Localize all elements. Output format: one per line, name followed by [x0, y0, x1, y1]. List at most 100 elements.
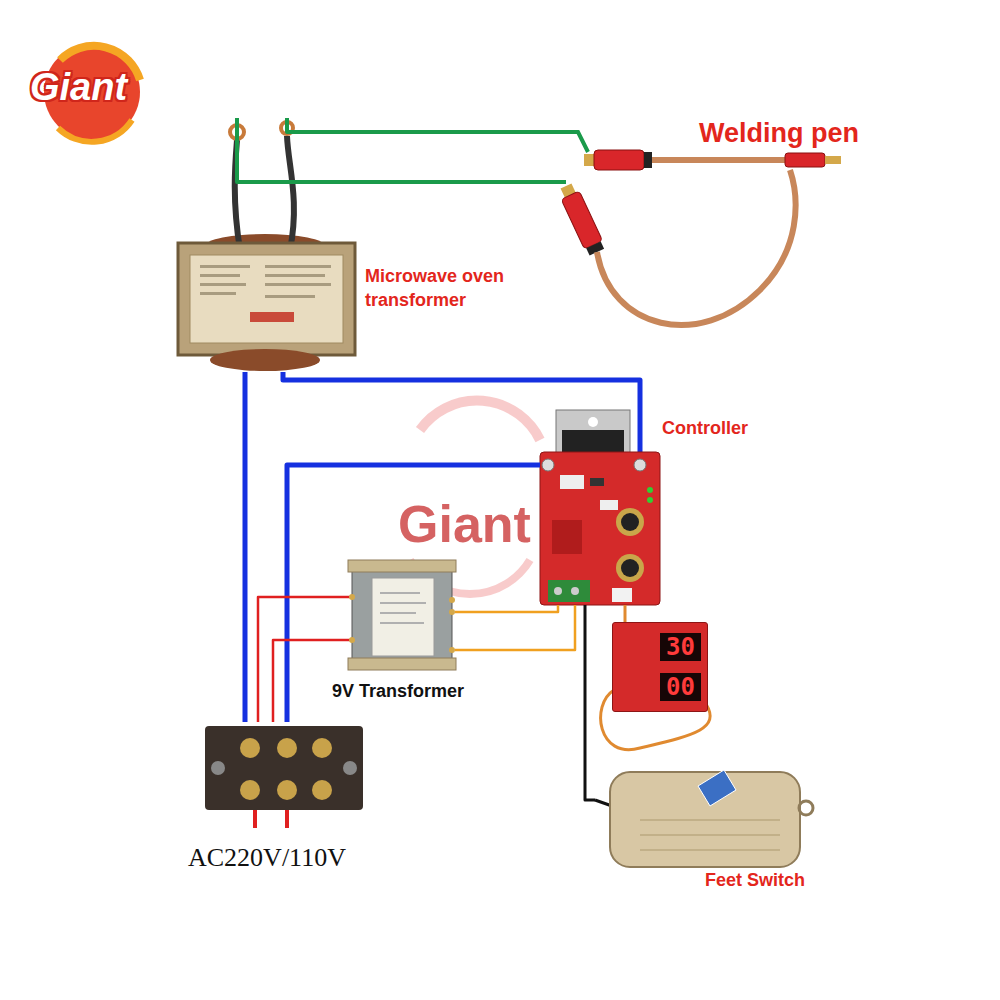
welding-pen-picture-part: [825, 156, 841, 164]
small-transformer-picture-part: [348, 560, 456, 572]
controller: Controller: [540, 408, 770, 605]
small-transformer-picture-part: [449, 597, 455, 603]
led-display-label: 30: [660, 633, 701, 662]
small-transformer-picture-part: [380, 592, 420, 594]
welding-pen-picture-part: [561, 191, 602, 249]
small-transformer-picture-part: [349, 637, 355, 643]
terminal-block-picture-part: [277, 780, 297, 800]
microwave-transformer-picture-part: [200, 274, 240, 277]
small-transformer-picture-part: [348, 658, 456, 670]
led-display-label: 00: [660, 673, 701, 702]
small-transformer-picture-part: [449, 647, 455, 653]
terminal-block-picture-part: [277, 738, 297, 758]
small-transformer-picture-part: [380, 602, 426, 604]
terminal-block-picture-part: [240, 738, 260, 758]
microwave-transformer-picture-part: [265, 265, 331, 268]
microwave-transformer-picture-part: [178, 243, 355, 355]
watermark-mark-part: [420, 401, 540, 440]
welding-pen: Welding pen: [550, 118, 865, 343]
terminal-block-picture-part: [312, 738, 332, 758]
welding-pen-picture-part: [557, 182, 606, 257]
secondary-wire: [287, 118, 550, 132]
small-transformer-picture-part: [330, 639, 352, 642]
microwave-transformer-picture-part: [265, 274, 325, 277]
controller-picture-part: [600, 500, 618, 510]
welding-pen-label: Welding pen: [699, 118, 859, 149]
terminal-block-picture: [205, 726, 363, 828]
primary-wire: [273, 640, 330, 722]
controller-picture-part: [634, 459, 646, 471]
welding-pen-picture-part: [785, 153, 825, 167]
welding-pen-picture-part: [597, 170, 796, 325]
terminal-block-picture-part: [253, 810, 257, 828]
controller-picture-part: [647, 487, 653, 493]
low-voltage-wire: [500, 605, 558, 612]
mains-wire: [283, 372, 640, 408]
controller-picture-part: [540, 452, 660, 605]
terminal-block-picture-part: [343, 761, 357, 775]
microwave-transformer-picture-part: [287, 136, 294, 250]
small-transformer-picture-part: [372, 578, 434, 656]
terminal-block-picture-part: [211, 761, 225, 775]
controller-picture-part: [554, 587, 562, 595]
terminal-block-picture-part: [205, 726, 363, 810]
microwave-transformer-picture-part: [265, 295, 315, 298]
controller-picture-part: [548, 580, 590, 602]
microwave-transformer-picture-part: [265, 283, 331, 286]
controller-picture-part: [588, 417, 598, 427]
terminal-block-picture-part: [312, 780, 332, 800]
controller-picture-part: [612, 588, 632, 602]
transformer-9v: 9V Transformer: [330, 555, 500, 705]
small-transformer-picture-part: [330, 596, 352, 599]
small-transformer-picture-part: [380, 612, 416, 614]
terminal-block-picture-part: [240, 780, 260, 800]
microwave-transformer-picture-part: [190, 255, 343, 343]
microwave-transformer-picture: [178, 122, 355, 371]
transformer-9v-label: 9V Transformer: [332, 681, 464, 703]
small-transformer-picture-part: [455, 649, 500, 652]
foot-switch-picture-part: [799, 801, 813, 815]
microwave-transformer: Microwave oven transformer: [170, 118, 545, 372]
controller-picture-part: [556, 410, 630, 455]
small-transformer-picture-part: [449, 609, 455, 615]
watermark: Giant: [398, 494, 531, 554]
mains-wire: [287, 465, 540, 722]
terminal-block-picture-part: [285, 810, 289, 828]
mains-wire: [243, 372, 248, 722]
controller-label: Controller: [662, 418, 748, 440]
brand-logo: Giant: [30, 66, 127, 109]
welding-pen-picture-part: [550, 180, 566, 184]
welding-pen-picture-part: [594, 150, 644, 170]
controller-picture-part: [616, 554, 644, 582]
secondary-wire: [237, 118, 550, 182]
display-cable: [624, 605, 627, 622]
primary-wire: [258, 597, 330, 722]
controller-picture-part: [552, 520, 582, 554]
controller-picture-part: [621, 513, 639, 531]
microwave-transformer-picture-part: [200, 292, 236, 295]
low-voltage-wire: [500, 605, 575, 650]
foot-switch-picture: [595, 770, 813, 867]
small-transformer-picture-part: [352, 565, 452, 665]
controller-picture: [540, 408, 660, 605]
welding-pen-picture-part: [584, 154, 594, 166]
foot-switch-picture-part: [640, 820, 780, 850]
controller-picture-part: [616, 508, 644, 536]
microwave-transformer-picture-part: [210, 349, 320, 371]
switch-cable: [585, 605, 595, 800]
foot-switch: Feet Switch: [595, 760, 820, 895]
microwave-transformer-picture-part: [250, 312, 294, 322]
foot-switch-label: Feet Switch: [705, 870, 805, 892]
controller-picture-part: [621, 559, 639, 577]
small-transformer-picture-part: [349, 594, 355, 600]
controller-picture-part: [647, 497, 653, 503]
small-transformer-picture-part: [380, 622, 424, 624]
welding-pen-picture-part: [652, 157, 785, 163]
led-display: 3000: [612, 622, 708, 712]
controller-picture-part: [571, 587, 579, 595]
welding-pen-picture: [550, 132, 841, 325]
welding-pen-picture-part: [644, 152, 652, 168]
small-transformer-picture: [330, 560, 500, 670]
welding-pen-picture-part: [550, 132, 588, 152]
